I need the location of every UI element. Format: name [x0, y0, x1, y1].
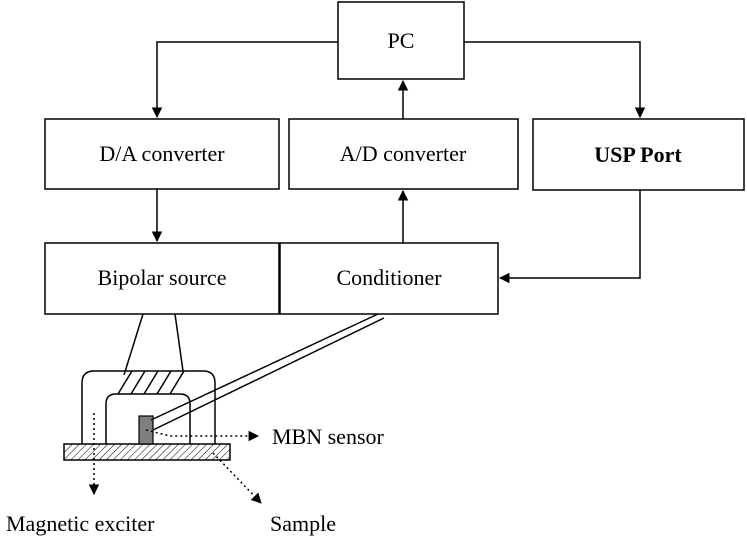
conditioner-block: Conditioner	[279, 242, 499, 315]
sensor-cable	[152, 317, 385, 431]
exciter-apparatus	[63, 313, 385, 461]
lead-wire	[174, 313, 184, 372]
mbn-sensor-label: MBN sensor	[272, 424, 385, 449]
coil-windings	[117, 370, 185, 395]
exciter-core-outer	[81, 370, 216, 444]
da-converter-block: D/A converter	[44, 118, 280, 190]
sample-label: Sample	[270, 511, 336, 536]
mbn-sensor-pointer	[145, 429, 260, 442]
sensor-cable	[150, 313, 379, 421]
pc-label: PC	[388, 28, 415, 53]
ad-converter-label: A/D converter	[340, 141, 467, 166]
pc-block: PC	[337, 1, 465, 80]
magnetic-exciter-label: Magnetic exciter	[6, 511, 155, 536]
bipolar-source-label: Bipolar source	[98, 265, 227, 290]
lead-wire	[123, 313, 144, 376]
exciter-core-inner	[105, 393, 191, 444]
connectors	[151, 41, 646, 284]
pc-to-da-arrow	[151, 41, 338, 119]
sample-plate	[63, 443, 231, 461]
callouts	[88, 413, 262, 504]
usp-port-label: USP Port	[594, 142, 682, 167]
da-converter-label: D/A converter	[99, 141, 225, 166]
ad-converter-block: A/D converter	[288, 118, 519, 190]
bipolar-source-block: Bipolar source	[44, 242, 280, 315]
conditioner-label: Conditioner	[336, 265, 442, 290]
sample-pointer	[212, 452, 262, 504]
pc-to-usp-arrow	[464, 41, 646, 119]
usp-to-conditioner-arrow	[498, 190, 641, 284]
usp-port-block: USP Port	[532, 118, 745, 191]
